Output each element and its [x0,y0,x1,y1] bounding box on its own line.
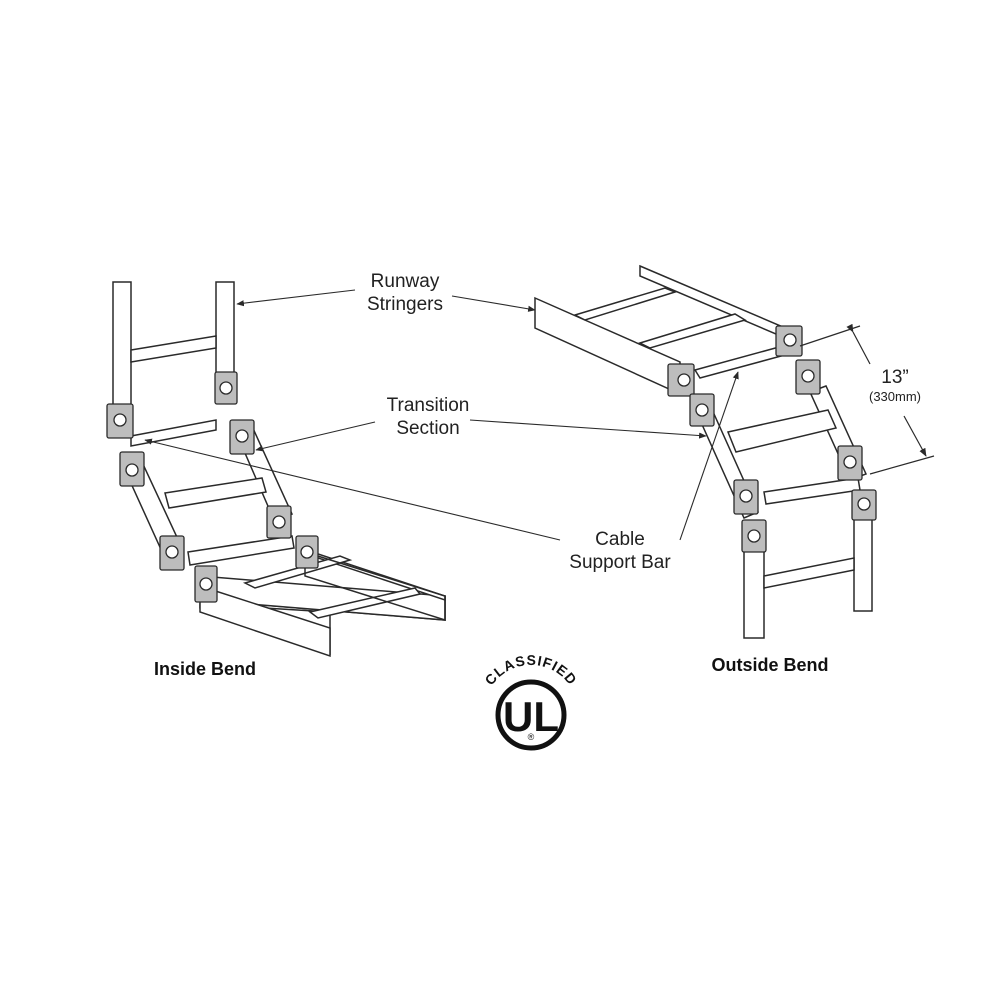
dimension-13in [799,323,935,475]
label-transition-section: Transition Section [386,395,470,439]
pivot-bolt [219,381,233,395]
label-cable-support-bar: Cable Support Bar [569,529,671,573]
logo-ul-letters: UL [503,693,559,740]
pivot-bolt [272,515,286,529]
inside-bend-hardware [106,371,319,603]
pivot-bolt [235,429,249,443]
lower-right-stringer [853,515,873,612]
leader-transition-right [469,419,707,439]
left-vertical-stringer [112,281,132,411]
pivot-bolt [747,529,761,543]
pivot-bolt [695,403,709,417]
pivot-bolt [843,455,857,469]
top-rung [637,313,747,349]
dimension-extension [799,325,861,347]
pivot-bolt [113,413,127,427]
horizontal-stringer-near [199,584,331,658]
label-runway-stringers: Runway Stringers [366,271,444,315]
transition-rung [763,477,861,505]
leader-runway-right [451,295,536,312]
leader-cable-bar-left [144,438,561,541]
pivot-bolt [165,545,179,559]
dimension-extension [869,455,935,475]
pivot-bolt [783,333,797,347]
vertical-rung [130,335,217,363]
label-inside-bend: Inside Bend [153,659,256,679]
pivot-bolt [857,497,871,511]
leader-cable-bar-right [679,371,739,541]
pivot-bolt [801,369,815,383]
dimension-line [903,415,927,457]
ul-classified-logo: CLASSIFIED UL ® [481,652,580,751]
inside-bend-ladder [112,281,446,658]
pivot-bolt [125,463,139,477]
label-dimension: 13” (330mm) [868,367,921,404]
pivot-bolt [300,545,314,559]
transition-rung [187,535,295,566]
outside-bend-hardware [667,325,877,553]
leader-runway-left [236,289,356,307]
lower-left-stringer [743,547,765,639]
horizontal-rung [308,587,422,619]
top-rung [572,287,678,321]
pivot-bolt [199,577,213,591]
pivot-bolt [677,373,691,387]
dimension-line [846,323,871,365]
logo-ring [495,679,567,751]
leader-transition-left [255,421,376,452]
leader-lines [144,289,739,541]
transition-rung [726,409,838,453]
transition-rung [164,477,267,509]
logo-registered-mark: ® [528,732,535,742]
label-outside-bend: Outside Bend [711,655,829,675]
vertical-rung [130,419,217,447]
outside-bend-ladder [534,264,873,639]
pivot-bolt [739,489,753,503]
lower-rung [763,557,855,589]
right-vertical-stringer [215,281,235,379]
